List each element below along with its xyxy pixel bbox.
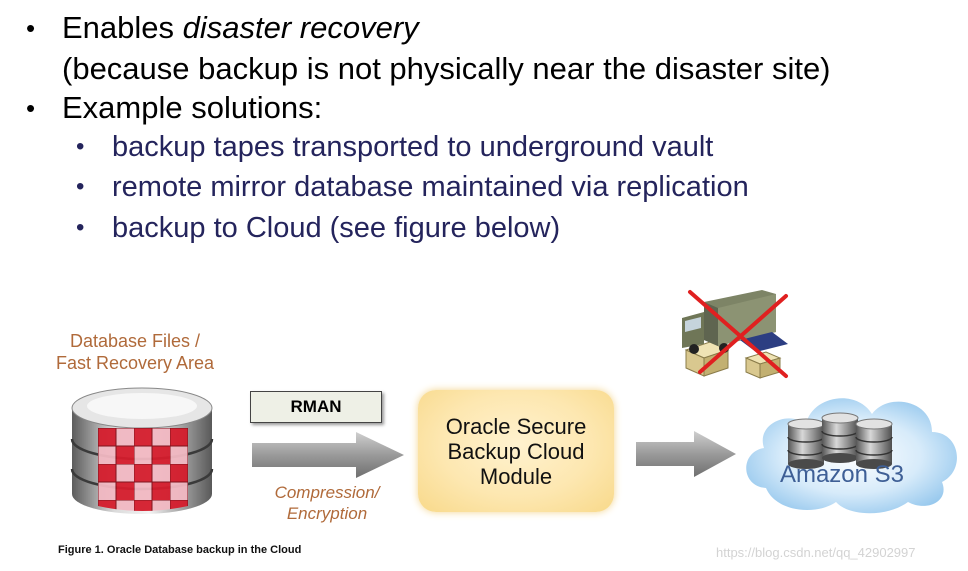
arrow-right-icon bbox=[252, 432, 404, 478]
truck-icon bbox=[682, 290, 788, 379]
bullet-marker: • bbox=[26, 13, 36, 43]
cloud-icon: Amazon S3 bbox=[746, 398, 957, 514]
database-label-line1: Database Files / bbox=[69, 331, 201, 351]
watermark: https://blog.csdn.net/qq_42902997 bbox=[716, 545, 916, 560]
sub-bullet-tapes: backup tapes transported to underground … bbox=[112, 131, 714, 163]
bullet-marker: • bbox=[26, 93, 36, 123]
amazon-s3-label: Amazon S3 bbox=[780, 461, 904, 488]
boxes-icon bbox=[684, 341, 782, 379]
sub-bullet-cloud: backup to Cloud (see figure below) bbox=[112, 212, 561, 244]
sub-bullet-marker: • bbox=[76, 214, 85, 241]
arrow-right-icon bbox=[636, 431, 736, 477]
sub-bullet-marker: • bbox=[76, 133, 85, 160]
bullet-continuation: (because backup is not physically near t… bbox=[62, 51, 831, 86]
sub-bullet-mirror: remote mirror database maintained via re… bbox=[112, 171, 749, 203]
database-label-line2: Fast Recovery Area bbox=[55, 353, 215, 373]
bullet-disaster-recovery: Enables disaster recovery bbox=[62, 8, 419, 48]
sub-bullet-marker: • bbox=[76, 173, 85, 200]
database-icon bbox=[70, 387, 214, 514]
bullet-prefix: Enables bbox=[62, 10, 183, 45]
compression-encryption-label: Compression/ Encryption bbox=[274, 483, 380, 523]
figure-caption: Figure 1. Oracle Database backup in the … bbox=[58, 544, 302, 556]
cloud-module-box: Oracle Secure Backup Cloud Module bbox=[418, 390, 614, 512]
cross-out-icon bbox=[688, 290, 788, 378]
disk-stack-icon bbox=[787, 412, 893, 469]
database-label: Database Files / Fast Recovery Area bbox=[40, 330, 230, 374]
bullet-emphasis: disaster recovery bbox=[182, 10, 419, 45]
bullet-example-solutions: Example solutions: bbox=[62, 90, 323, 125]
rman-label: RMAN bbox=[250, 391, 382, 423]
